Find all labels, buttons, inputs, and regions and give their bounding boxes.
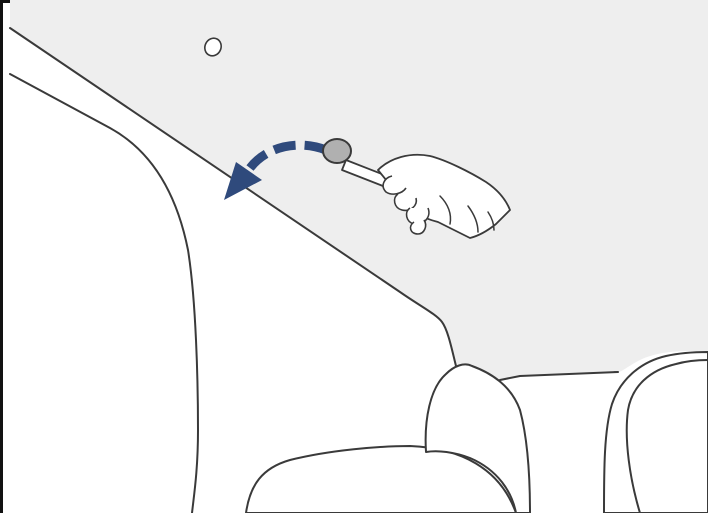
windshield-inner-line [9, 73, 199, 513]
curved-arrow-icon [246, 140, 328, 171]
seat-right-outer [603, 351, 708, 513]
seat-right-inner-line [625, 359, 708, 513]
front-seat-left [245, 445, 517, 513]
headliner-panel [10, 0, 708, 380]
headliner-edge-line [9, 27, 457, 367]
headliner-rear-edge-line [499, 371, 619, 381]
seat-back-center [424, 363, 531, 513]
mounting-hole-icon [204, 37, 222, 57]
trim-removal-tool-icon [322, 138, 393, 189]
left-frame-edge [0, 0, 3, 513]
hand-icon [377, 153, 511, 239]
arrow-head-icon [224, 162, 262, 200]
